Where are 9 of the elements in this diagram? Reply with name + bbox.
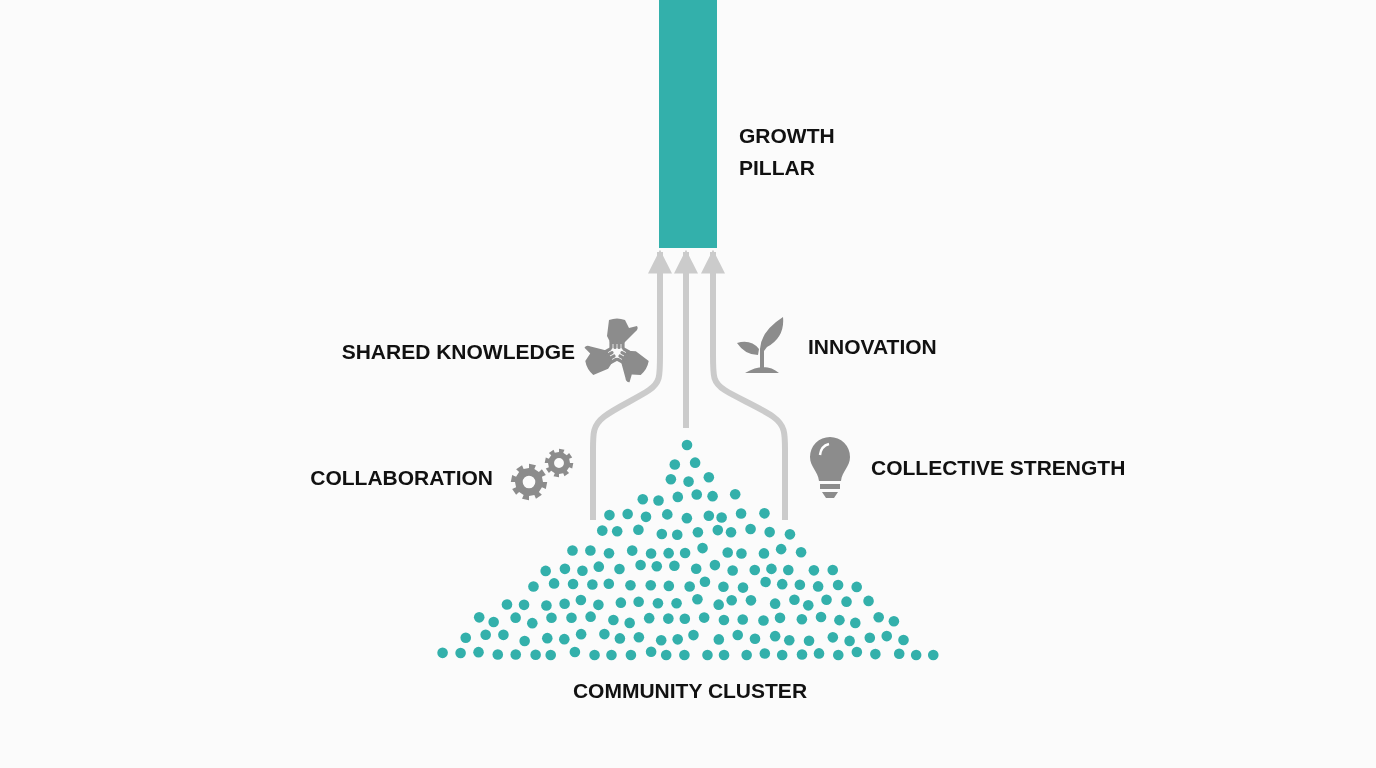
arrow [701, 249, 788, 520]
arrow [590, 249, 672, 520]
category-label: COLLECTIVE STRENGTH [871, 455, 1126, 481]
cluster-label: COMMUNITY CLUSTER [571, 678, 809, 704]
arrow [674, 249, 698, 428]
pillar-label: GROWTH PILLAR [739, 123, 836, 181]
category-label: COLLABORATION [310, 465, 493, 491]
category-label: INNOVATION [808, 334, 937, 360]
category-label: SHARED KNOWLEDGE [341, 339, 575, 365]
